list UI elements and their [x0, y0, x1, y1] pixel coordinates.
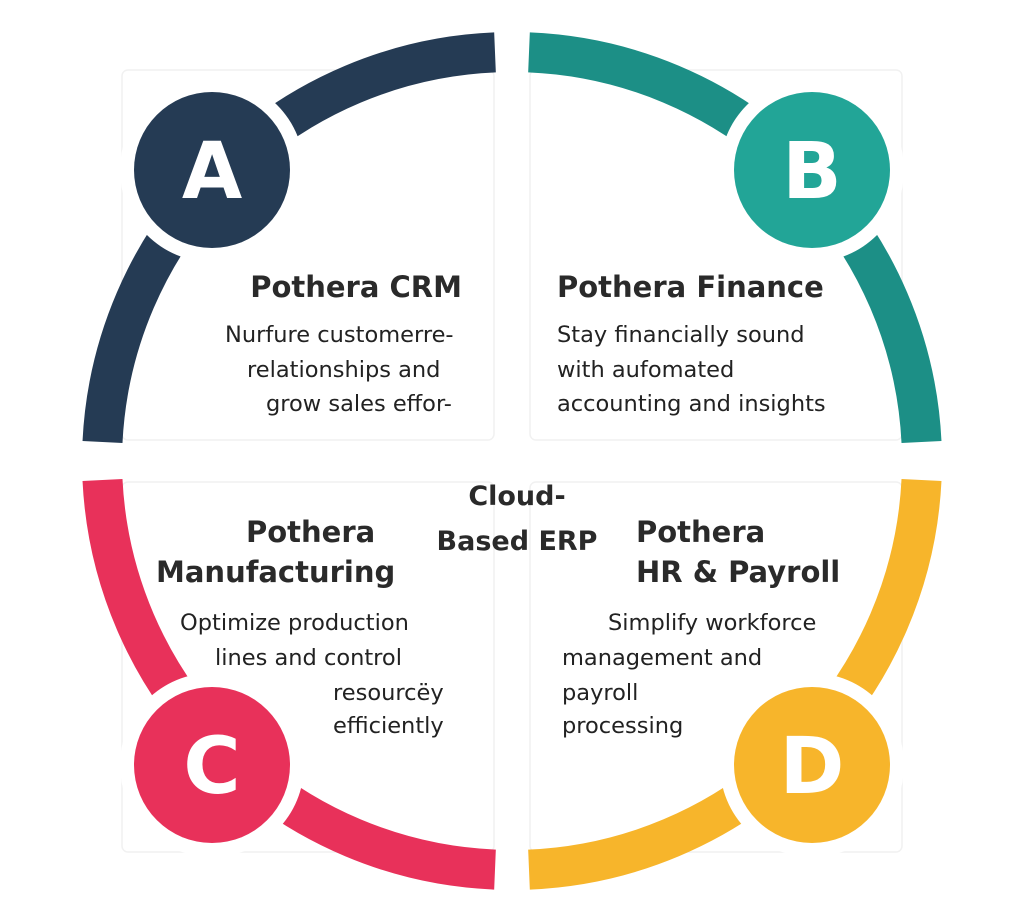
quadrant-panels	[121, 69, 903, 853]
module-description-line: accounting and insights	[557, 391, 826, 417]
badge-d: D	[720, 673, 904, 857]
badge-letter: C	[183, 722, 240, 812]
module-crm: Pothera CRM Nurfure customerre- relation…	[225, 270, 462, 417]
module-description-line: payroll	[562, 680, 638, 706]
module-manufacturing: Pothera Manufacturing Optimize productio…	[156, 515, 444, 739]
module-description-line: Stay financially sound	[557, 322, 805, 348]
center-label-line: Based ERP	[437, 526, 598, 557]
center-label-line: Cloud-	[468, 481, 565, 512]
badge-letter: A	[182, 127, 242, 217]
module-title: Pothera	[246, 515, 375, 549]
badge-a: A	[120, 78, 304, 262]
badge-letter: D	[780, 722, 845, 812]
badge-letter: B	[782, 127, 841, 217]
module-title: Pothera	[636, 515, 765, 549]
module-description-line: Simplify workforce	[608, 610, 816, 636]
badge-c: C	[120, 673, 304, 857]
module-description-line: resourcëy	[333, 680, 444, 706]
module-title: Pothera CRM	[250, 270, 462, 304]
module-description-line: efficiently	[333, 713, 444, 739]
module-description-line: management and	[562, 645, 762, 671]
module-title: HR & Payroll	[636, 555, 840, 589]
module-description-line: processing	[562, 713, 683, 739]
module-finance: Pothera Finance Stay financially sound w…	[557, 270, 826, 417]
module-description-line: relationships and	[247, 357, 440, 383]
badge-b: B	[720, 78, 904, 262]
module-description-line: Nurfure customerre-	[225, 322, 454, 348]
module-title: Pothera Finance	[557, 270, 824, 304]
center-label: Cloud- Based ERP	[437, 481, 598, 557]
module-description-line: Optimize production	[180, 610, 409, 636]
module-hr-payroll: Pothera HR & Payroll Simplify workforce …	[562, 515, 840, 739]
module-description-line: grow sales effor-	[266, 391, 452, 417]
module-description-line: with aufomated	[557, 357, 734, 383]
module-description-line: lines and control	[215, 645, 402, 671]
module-title: Manufacturing	[156, 555, 395, 589]
